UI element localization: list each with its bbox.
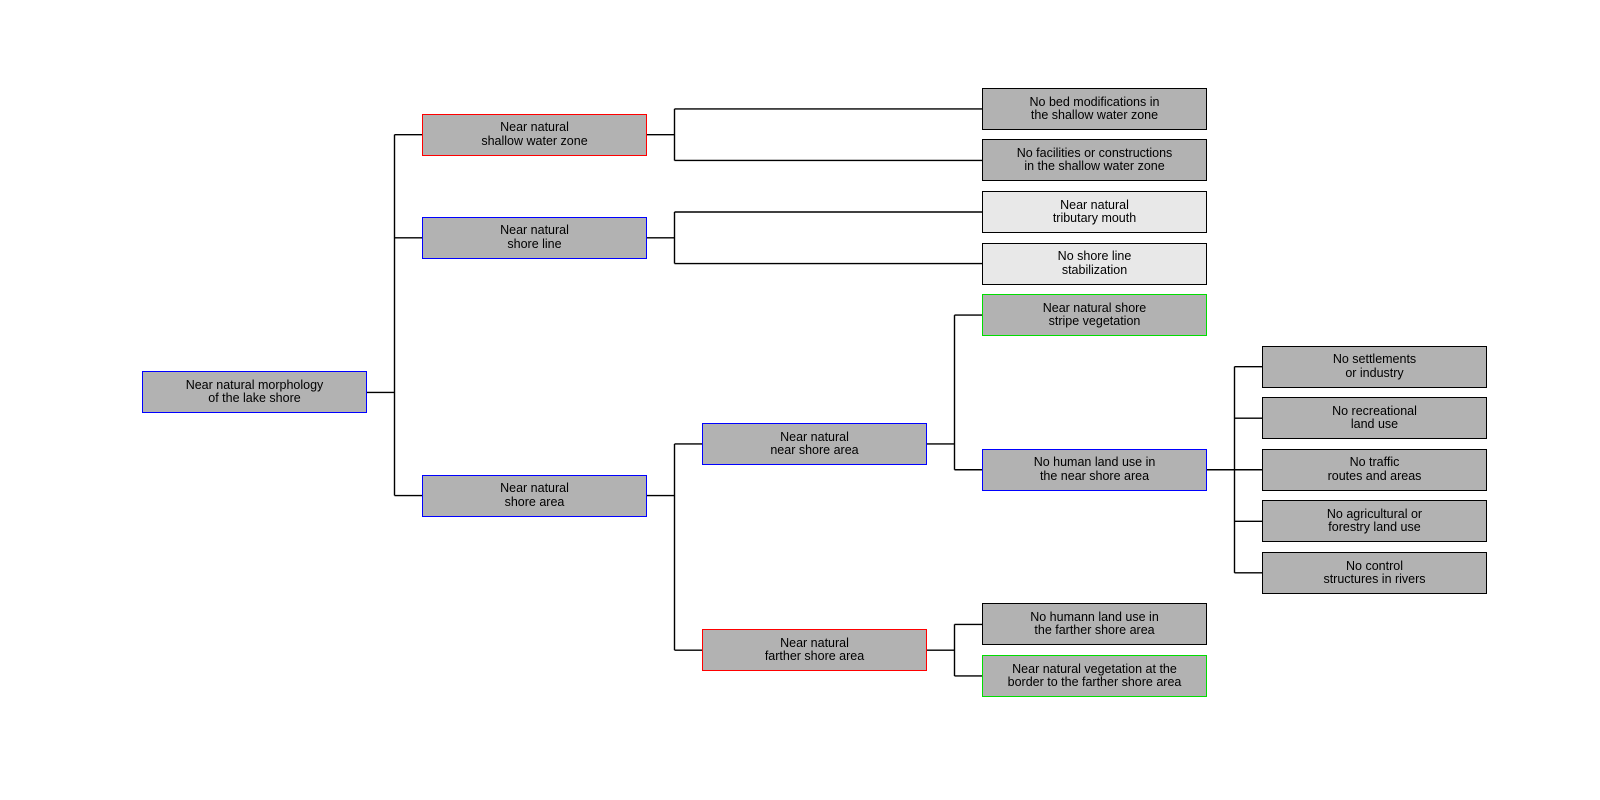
node-label-line: No facilities or constructions [1016,146,1173,161]
node-label-line: Near natural shore [1042,300,1147,315]
node-label-line: Near natural vegetation at the [1012,661,1177,676]
node-label-line: Near natural [500,120,569,135]
node-label-line: No shore line [1057,249,1132,264]
node-label-line: No recreational [1332,403,1417,418]
node-label-line: Near natural [780,635,849,650]
node-label-line: or industry [1345,365,1404,380]
node-label-line: No traffic [1349,455,1400,470]
node-label-line: forestry land use [1328,520,1421,535]
node-label-line: No agricultural or [1326,507,1423,521]
node-label-line: Near natural [500,481,569,496]
node-label-line: routes and areas [1327,468,1422,483]
node-label-line: the farther shore area [1034,623,1155,638]
node-label-line: the shallow water zone [1030,107,1159,122]
node-label-line: of the lake shore [208,391,301,406]
node-label-line: land use [1350,417,1399,432]
node-label-line: the near shore area [1039,468,1150,483]
node-label-line: structures in rivers [1323,571,1426,586]
node-label-line: shore area [504,494,565,509]
node-label-line: stripe vegetation [1048,314,1141,329]
node-label-line: No bed modifications in [1029,94,1160,109]
node-label-line: Near natural [1060,197,1129,212]
node-label-line: No humann land use in [1030,610,1159,625]
node-label-line: Near natural morphology [185,378,324,393]
node-label-line: border to the farther shore area [1007,674,1182,689]
node-label-line: No human land use in [1033,455,1156,470]
node-label-line: stabilization [1061,262,1128,277]
node-label-line: shore line [507,236,562,251]
node-label-line: Near natural [780,429,849,444]
node-label-line: in the shallow water zone [1024,159,1165,174]
node-label-line: near shore area [770,442,859,457]
node-label-line: tributary mouth [1052,211,1137,225]
node-label-line: No settlements [1332,352,1417,367]
node-label-line: No control [1346,558,1403,573]
node-label-line: Near natural [500,223,569,238]
node-label-line: shallow water zone [481,133,588,148]
node-label-line: farther shore area [764,649,865,664]
